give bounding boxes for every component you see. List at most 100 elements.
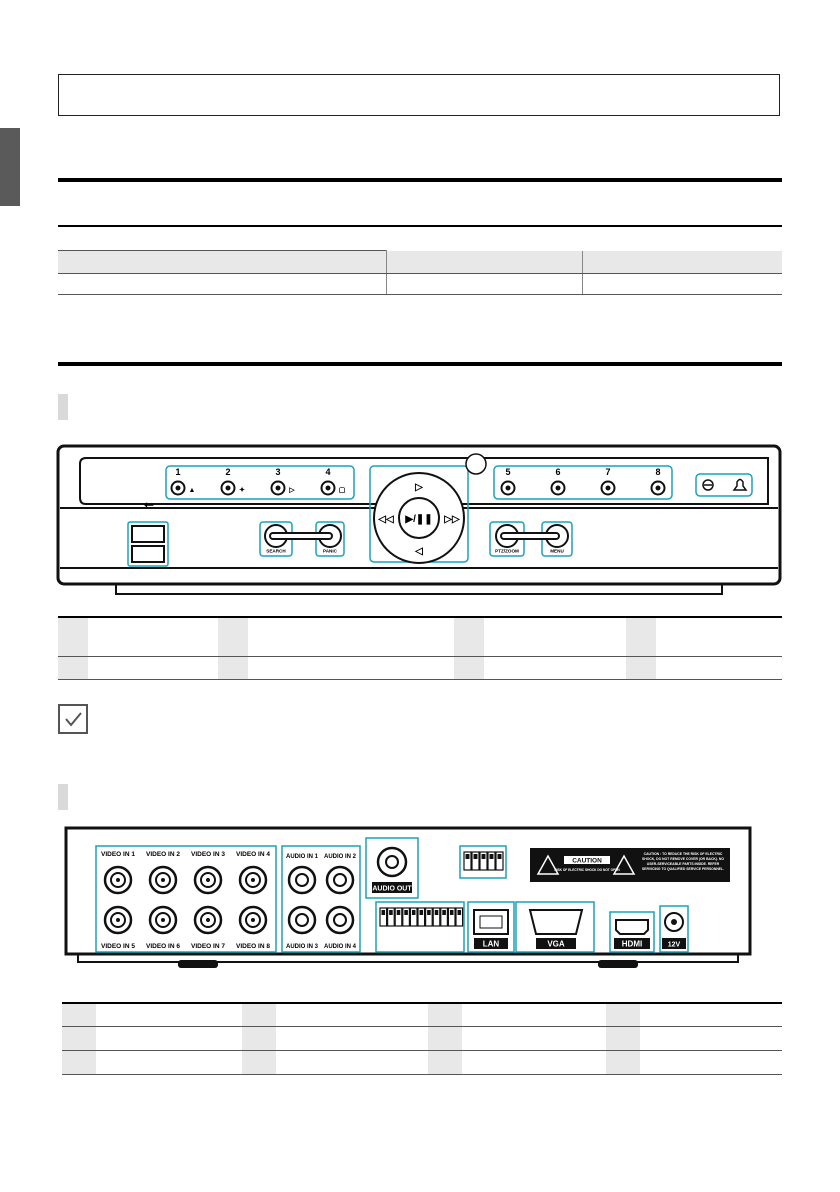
- terminal-screw[interactable]: [495, 851, 504, 871]
- power-label-bg: [662, 938, 686, 949]
- subsection-rule-1: [58, 225, 782, 227]
- caution-title: CAUTION: [572, 858, 602, 865]
- video-in-label: VIDEO IN 6: [146, 943, 180, 950]
- terminal-screw[interactable]: [379, 907, 388, 927]
- front-panel-foot: [115, 584, 723, 595]
- hdmi-label: HDMI: [622, 940, 642, 949]
- terminal-screw[interactable]: [432, 907, 441, 927]
- search-panic-bar: [269, 532, 333, 540]
- left-label-3: 3: [275, 467, 280, 477]
- terminal-screw[interactable]: [463, 851, 472, 871]
- status-led-group: [695, 473, 753, 497]
- left-label-2: 2: [225, 467, 230, 477]
- video-in-label: VIDEO IN 2: [146, 851, 180, 858]
- terminal-screw[interactable]: [487, 851, 496, 871]
- power-label: 12V: [668, 942, 681, 949]
- header-box: [58, 74, 780, 116]
- audio-in-label: AUDIO IN 3: [286, 944, 319, 950]
- ptz-menu-bar: [500, 532, 560, 540]
- table-row: [58, 250, 782, 274]
- video-in-label: VIDEO IN 4: [236, 851, 270, 858]
- channel-function-icon: ▢: [339, 487, 346, 494]
- usb-port-2[interactable]: [131, 545, 165, 563]
- caution-subtitle: RISK OF ELECTRIC SHOCK DO NOT OPEN: [554, 868, 620, 872]
- terminal-screw[interactable]: [417, 907, 426, 927]
- right-label-8: 8: [655, 467, 660, 477]
- terminal-screw[interactable]: [479, 851, 488, 871]
- down-arrow-icon[interactable]: ◁: [414, 546, 423, 557]
- audio-out-label: AUDIO OUT: [372, 886, 412, 893]
- vga-label-bg: [536, 938, 576, 949]
- play-pause-button[interactable]: [398, 497, 440, 539]
- video-in-label: VIDEO IN 3: [191, 851, 225, 858]
- menu-button-label: MENU: [550, 549, 564, 554]
- left-label-4: 4: [325, 467, 330, 477]
- shock-warning-icon: [536, 854, 560, 875]
- front-legend-table: [58, 616, 782, 680]
- terminal-screw[interactable]: [447, 907, 456, 927]
- left-label-1: 1: [175, 467, 180, 477]
- audio-in-label: AUDIO IN 4: [324, 944, 357, 950]
- rewind-icon[interactable]: ◁◁: [377, 514, 394, 525]
- audio-in-label: AUDIO IN 2: [324, 854, 357, 860]
- terminal-screw[interactable]: [409, 907, 418, 927]
- terminal-screw[interactable]: [402, 907, 410, 927]
- alarm-bell-icon: [732, 478, 748, 491]
- ir-receiver: [465, 453, 487, 475]
- lan-label-bg: [474, 938, 508, 949]
- audio-in-group: [281, 845, 361, 953]
- front-panel-display-bar: [79, 457, 769, 505]
- rear-legend-table: [62, 1002, 782, 1075]
- table-row: [62, 1026, 782, 1051]
- vga-port[interactable]: [528, 909, 584, 935]
- rear-panel-diagram: VIDEO IN 1 VIDEO IN 2 VIDEO IN 3 VIDEO IN 4…: [64, 826, 752, 968]
- vga-group: [515, 901, 595, 953]
- video-in-group: [95, 845, 277, 953]
- usb-icon: ⭠: [144, 497, 154, 511]
- video-in-label: VIDEO IN 8: [236, 943, 270, 950]
- lan-group: [467, 901, 515, 953]
- rear-foot-2: [598, 960, 638, 968]
- rear-panel-base: [77, 954, 739, 963]
- language-tab: [0, 128, 20, 206]
- hdmi-label-bg: [614, 938, 650, 949]
- section-rule-1: [58, 178, 782, 182]
- hdd-led-icon: [702, 479, 714, 491]
- channel-function-icon: ✦: [239, 486, 245, 494]
- caution-text: CAUTION : TO REDUCE THE RISK OF ELECTRIC…: [641, 852, 725, 871]
- table-row: [58, 273, 782, 295]
- section-rule-2: [58, 362, 782, 366]
- audio-out-group: [365, 837, 419, 899]
- lan-port[interactable]: [473, 909, 509, 935]
- panic-button-label: PANIC: [323, 549, 338, 554]
- alarm-terminal-group: [375, 901, 465, 953]
- table-row: [58, 656, 782, 680]
- search-button-label: SEARCH: [266, 549, 286, 554]
- terminal-screw[interactable]: [394, 907, 403, 927]
- terminal-screw[interactable]: [471, 851, 480, 871]
- spec-table: [58, 250, 782, 295]
- ptz-zoom-button-label: PTZ/ZOOM: [495, 549, 519, 554]
- fast-forward-icon[interactable]: ▷▷: [443, 514, 461, 525]
- usb-port-1[interactable]: [131, 525, 165, 543]
- terminal-screw[interactable]: [455, 907, 464, 927]
- usb-port-group: [127, 521, 169, 567]
- note-check-icon: [58, 704, 88, 734]
- terminal-screw[interactable]: [440, 907, 448, 927]
- audio-out-label-bg: [372, 882, 412, 893]
- video-in-label: VIDEO IN 7: [191, 943, 225, 950]
- video-in-label: VIDEO IN 1: [101, 851, 135, 858]
- terminal-screw[interactable]: [387, 907, 395, 927]
- hdmi-group: [609, 911, 655, 953]
- right-label-6: 6: [555, 467, 560, 477]
- channel-group-right: [493, 465, 673, 500]
- terminal-screw[interactable]: [425, 907, 433, 927]
- video-in-label: VIDEO IN 5: [101, 943, 135, 950]
- vga-label: VGA: [547, 940, 565, 949]
- right-label-7: 7: [605, 467, 610, 477]
- up-arrow-icon[interactable]: ▷: [414, 482, 424, 493]
- rear-panel-heading-marker: [58, 784, 68, 810]
- lan-label: LAN: [483, 940, 500, 949]
- hdmi-port[interactable]: [615, 919, 649, 935]
